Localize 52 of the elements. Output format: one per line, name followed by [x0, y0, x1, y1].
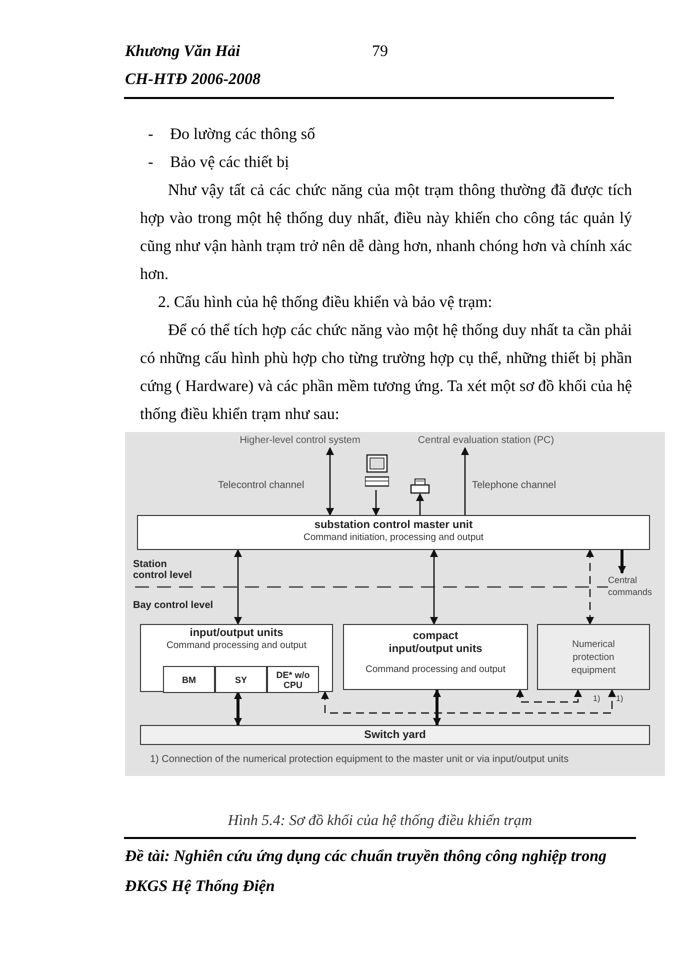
paragraph: Để có thể tích hợp các chức năng vào một hệ thống duy nhất ta cần phải có những cấu hình phù hợp cho từng trường hợp cụ thể, những thiết bị phần cứng ( Hardware) và các phần mềm tương ứng. Ta xét một sơ đồ khối của hệ thống điều khiển trạm như sau:	[140, 321, 632, 425]
figure-caption: Hình 5.4: Sơ đồ khối của hệ thống điều khiển trạm	[226, 812, 534, 831]
box-title: compact input/output units	[388, 630, 484, 656]
footnote-text: 1) Connection of the numerical protection equipment to the master unit or via input/output units	[150, 753, 569, 767]
section-heading: 2. Cấu hình của hệ thống điều khiển và bảo vệ trạm:	[158, 293, 492, 313]
arrow	[326, 447, 334, 516]
arrow	[234, 549, 242, 625]
paragraph: Như vậy tất cả các chức năng của một trạm thông thường đã được tích hợp vào trong một hệ thống duy nhất, điều này khiến cho công tác quản lý cũng như vận hành trạm trở nên dễ dàng hơn, nhanh chóng hơn và chính xác hơn.	[140, 181, 632, 285]
protection-box	[537, 624, 650, 690]
arrow	[618, 550, 626, 574]
compact-unit-box	[343, 624, 528, 690]
footnote-mark: 1)	[593, 693, 600, 705]
cell-label: BM	[182, 674, 196, 684]
switch-yard-bar	[140, 725, 650, 745]
box-title: Switch yard	[363, 728, 427, 742]
author-name: Khương Văn Hải	[125, 42, 240, 62]
system-label: Central evaluation station (PC)	[403, 434, 569, 448]
channel-label: Telecontrol channel	[218, 479, 304, 493]
arrow	[430, 549, 438, 625]
box-title: substation control master unit	[313, 519, 474, 532]
module-cell	[267, 666, 319, 693]
arrow	[586, 549, 594, 625]
bullet-text: Bảo vệ các thiết bị	[170, 153, 290, 173]
arrow	[372, 490, 380, 516]
cell-label: DE* w/o CPU	[275, 670, 311, 690]
cell-label: SY	[234, 674, 247, 684]
arrow	[516, 689, 582, 703]
box-text: Numerical protection equipment	[570, 638, 617, 676]
course-code: CH-HTĐ 2006-2008	[125, 70, 261, 90]
channel-label: Telephone channel	[472, 479, 556, 493]
module-cell	[163, 666, 215, 693]
level-label: Station control level	[133, 559, 193, 581]
module-cell	[215, 666, 267, 693]
footer-title: Đề tài: Nghiên cứu ứng dụng các chuẩn truyền thông công nghiệp trong ĐKGS Hệ Thống Điện	[125, 847, 608, 897]
arrow	[321, 689, 616, 714]
footnote-mark: 1)	[616, 693, 624, 705]
arrow	[433, 689, 441, 726]
box-subtitle: Command processing and output	[366, 664, 506, 676]
arrow	[461, 447, 469, 515]
level-label: Bay control level	[133, 599, 214, 613]
bullet-text: Đo lường các thông số	[170, 125, 316, 145]
bullet-dash: -	[148, 153, 154, 173]
io-unit-box	[140, 624, 333, 692]
box-subtitle: Command processing and output	[166, 640, 306, 652]
page-number: 79	[372, 42, 388, 62]
arrow	[416, 493, 424, 515]
bullet-dash: -	[148, 125, 154, 145]
box-subtitle: Command initiation, processing and output	[303, 532, 484, 544]
master-unit-box	[137, 515, 650, 550]
arrow	[234, 691, 242, 726]
box-title: input/output units	[188, 627, 284, 640]
system-label: Higher-level control system	[223, 434, 377, 448]
